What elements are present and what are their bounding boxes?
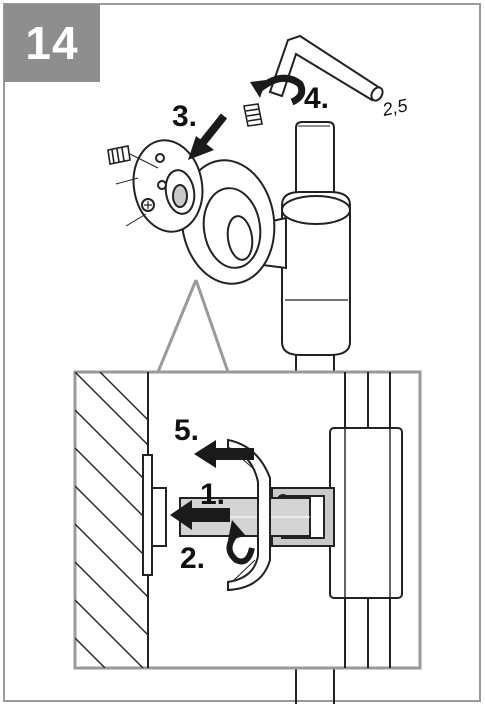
push-arrow-icon bbox=[188, 113, 228, 160]
hex-key-icon bbox=[268, 34, 384, 102]
flange-plate-section bbox=[142, 454, 167, 576]
step-4-label: 4. bbox=[304, 82, 329, 115]
twist-arrow-icon bbox=[226, 520, 255, 565]
step-3-label: 3. bbox=[172, 100, 197, 133]
step-1-label: 1. bbox=[200, 478, 225, 511]
rotate-arrow-icon bbox=[250, 74, 306, 106]
hex-key-size-label: 2,5 bbox=[380, 95, 411, 120]
rail-lower bbox=[295, 668, 335, 704]
pull-pipe-arrow-icon bbox=[170, 500, 230, 530]
pull-cover-arrow-icon bbox=[194, 440, 254, 468]
grub-screw-top bbox=[243, 103, 263, 127]
step-2-label: 2. bbox=[180, 542, 205, 575]
step-5-label: 5. bbox=[174, 414, 199, 447]
grub-screw-left bbox=[107, 145, 159, 169]
page-border bbox=[3, 3, 481, 702]
wall-flange bbox=[115, 139, 204, 233]
zoom-callout bbox=[156, 279, 230, 373]
step-number-badge: 14 bbox=[4, 4, 100, 82]
tee-connector bbox=[281, 191, 351, 356]
tee-section bbox=[329, 427, 403, 599]
